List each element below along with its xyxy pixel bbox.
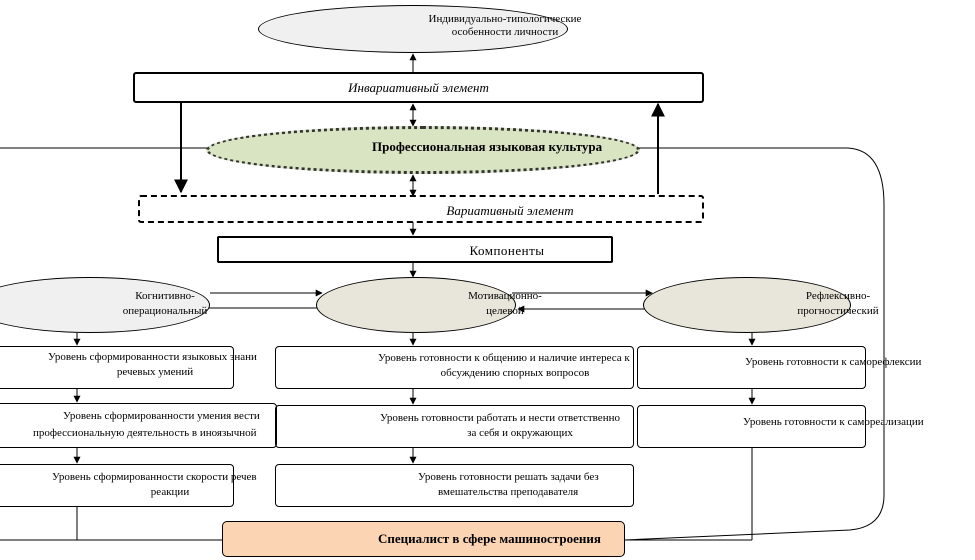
specialist-label: Специалист в сфере машиностроения xyxy=(378,531,601,546)
motivational-level-3-line1: Уровень готовности решать задачи без xyxy=(418,471,599,483)
motivational-component-node xyxy=(316,277,516,333)
components-label: Компоненты xyxy=(469,243,545,258)
individual-traits-node xyxy=(258,5,568,53)
variative-element-box xyxy=(138,195,704,223)
reflexive-level-box xyxy=(637,405,866,448)
motivational-title-line1: Мотивационно- xyxy=(468,290,542,302)
individual-traits-line2: особенности личности xyxy=(451,26,559,38)
reflexive-component-node xyxy=(643,277,851,333)
cognitive-level-1-line2: речевых умений xyxy=(116,366,194,378)
reflexive-level-1-line1: Уровень готовности к саморефлексии xyxy=(745,356,922,368)
motivational-level-box xyxy=(275,464,634,507)
invariant-element-box xyxy=(133,72,704,103)
cognitive-level-2-line1: Уровень сформированности умения вести xyxy=(63,410,260,422)
reflexive-title-line2: прогностический xyxy=(797,305,879,317)
motivational-level-2-line1: Уровень готовности работать и нести отве… xyxy=(380,412,620,424)
cognitive-level-box xyxy=(0,464,234,507)
motivational-level-2-line2: за себя и окружающих xyxy=(467,427,573,439)
cognitive-component-node xyxy=(0,277,210,333)
cognitive-level-box xyxy=(0,403,277,448)
cognitive-level-box xyxy=(0,346,234,389)
cognitive-title-line2: операциональный xyxy=(122,305,208,317)
cognitive-title-line1: Когнитивно- xyxy=(135,290,195,302)
motivational-title-line2: целевой xyxy=(486,305,524,317)
culture-node xyxy=(206,126,640,174)
variative-element-label: Вариативный элемент xyxy=(446,203,574,218)
invariant-element-label: Инвариативный элемент xyxy=(348,80,489,95)
reflexive-title-line1: Рефлексивно- xyxy=(805,290,871,302)
reflexive-level-box xyxy=(637,346,866,389)
cognitive-level-3-line1: Уровень сформированности скорости речев xyxy=(52,471,257,483)
motivational-level-1-line2: обсуждению спорных вопросов xyxy=(440,367,590,379)
culture-label: Профессиональная языковая культура xyxy=(372,139,603,154)
cognitive-level-1-line1: Уровень сформированности языковых знани xyxy=(48,351,257,363)
cognitive-level-2-line2: профессиональную деятельность в иноязычн… xyxy=(33,427,257,439)
motivational-level-1-line1: Уровень готовности к общению и наличие и… xyxy=(378,352,630,364)
specialist-box xyxy=(222,521,625,557)
cognitive-level-3-line2: реакции xyxy=(150,486,190,498)
loop-culture-to-specialist xyxy=(0,147,885,541)
reflexive-level-2-line1: Уровень готовности к самореализации xyxy=(743,416,924,428)
motivational-level-3-line2: вмешательства преподавателя xyxy=(438,486,579,498)
motivational-level-box xyxy=(275,346,634,389)
components-box xyxy=(217,236,613,263)
motivational-level-box xyxy=(275,405,634,448)
individual-traits-line1: Индивидуально-типологические xyxy=(428,13,582,25)
